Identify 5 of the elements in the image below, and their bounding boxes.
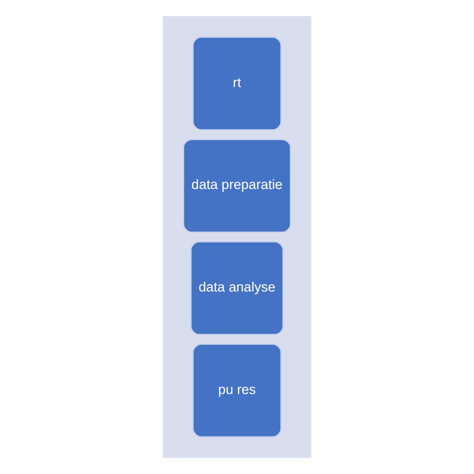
node-box: rt <box>192 36 282 131</box>
node-box: pu res <box>192 343 282 438</box>
node-box: data preparatie <box>182 138 292 233</box>
cluster <box>162 16 312 458</box>
node-box: data analyse <box>190 241 284 336</box>
